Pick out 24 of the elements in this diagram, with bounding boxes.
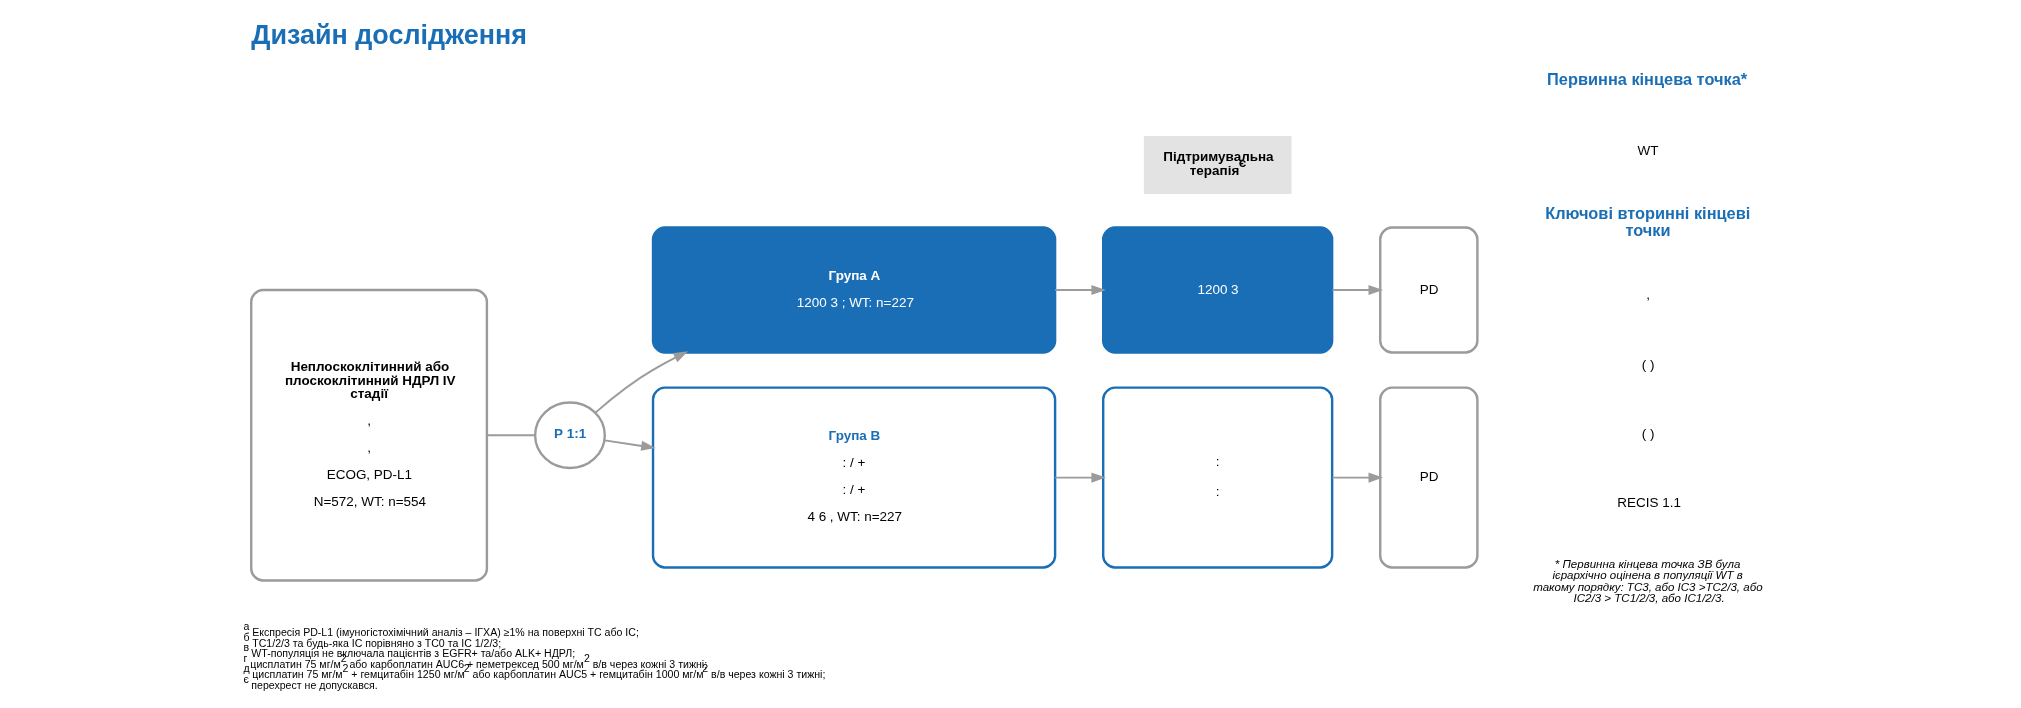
node-box: Група А 1200 3 ; WT: n=227: [651, 226, 1056, 354]
diagram-title: Дизайн дослідження: [250, 20, 527, 51]
arrow: [603, 439, 656, 451]
node-box: PD: [1378, 226, 1479, 354]
label: WT: [1637, 143, 1658, 159]
node-box: Неплоскоклітинний або плоскоклітинний НДРЛ IV стадії , , ECOG, PD-L1 N=572, WT: n=554: [249, 288, 488, 582]
label: ,: [1645, 287, 1650, 303]
label: ( ): [1641, 356, 1655, 372]
label: RECIS 1.1: [1616, 495, 1681, 511]
node-circle: Р 1:1: [533, 401, 606, 470]
label: Ключові вторинні кінцеві точки: [1544, 204, 1750, 239]
arrow: [1053, 284, 1106, 296]
node-box: : :: [1101, 386, 1333, 569]
node-box: 1200 3: [1101, 226, 1333, 354]
arrow: [1330, 472, 1383, 483]
label: * Первинна кінцева точка ЗВ була ієрархічно оцінена в популяції WT в такому порядку: ТС3, або ІС3 >ТС2/3, або ІС2/3 > ТС1/2/3, або ІС1/2/3.: [1532, 557, 1763, 605]
node-box: Група В : / + : / + 4 6 , WT: n=227: [651, 386, 1056, 569]
arrow: [1330, 284, 1383, 296]
connector: [485, 434, 536, 437]
arrow: [593, 351, 688, 414]
arrow: [1053, 472, 1106, 483]
node-box: PD: [1378, 386, 1479, 569]
label: ( ): [1641, 425, 1655, 441]
label: Первинна кінцева точка*: [1546, 70, 1747, 89]
